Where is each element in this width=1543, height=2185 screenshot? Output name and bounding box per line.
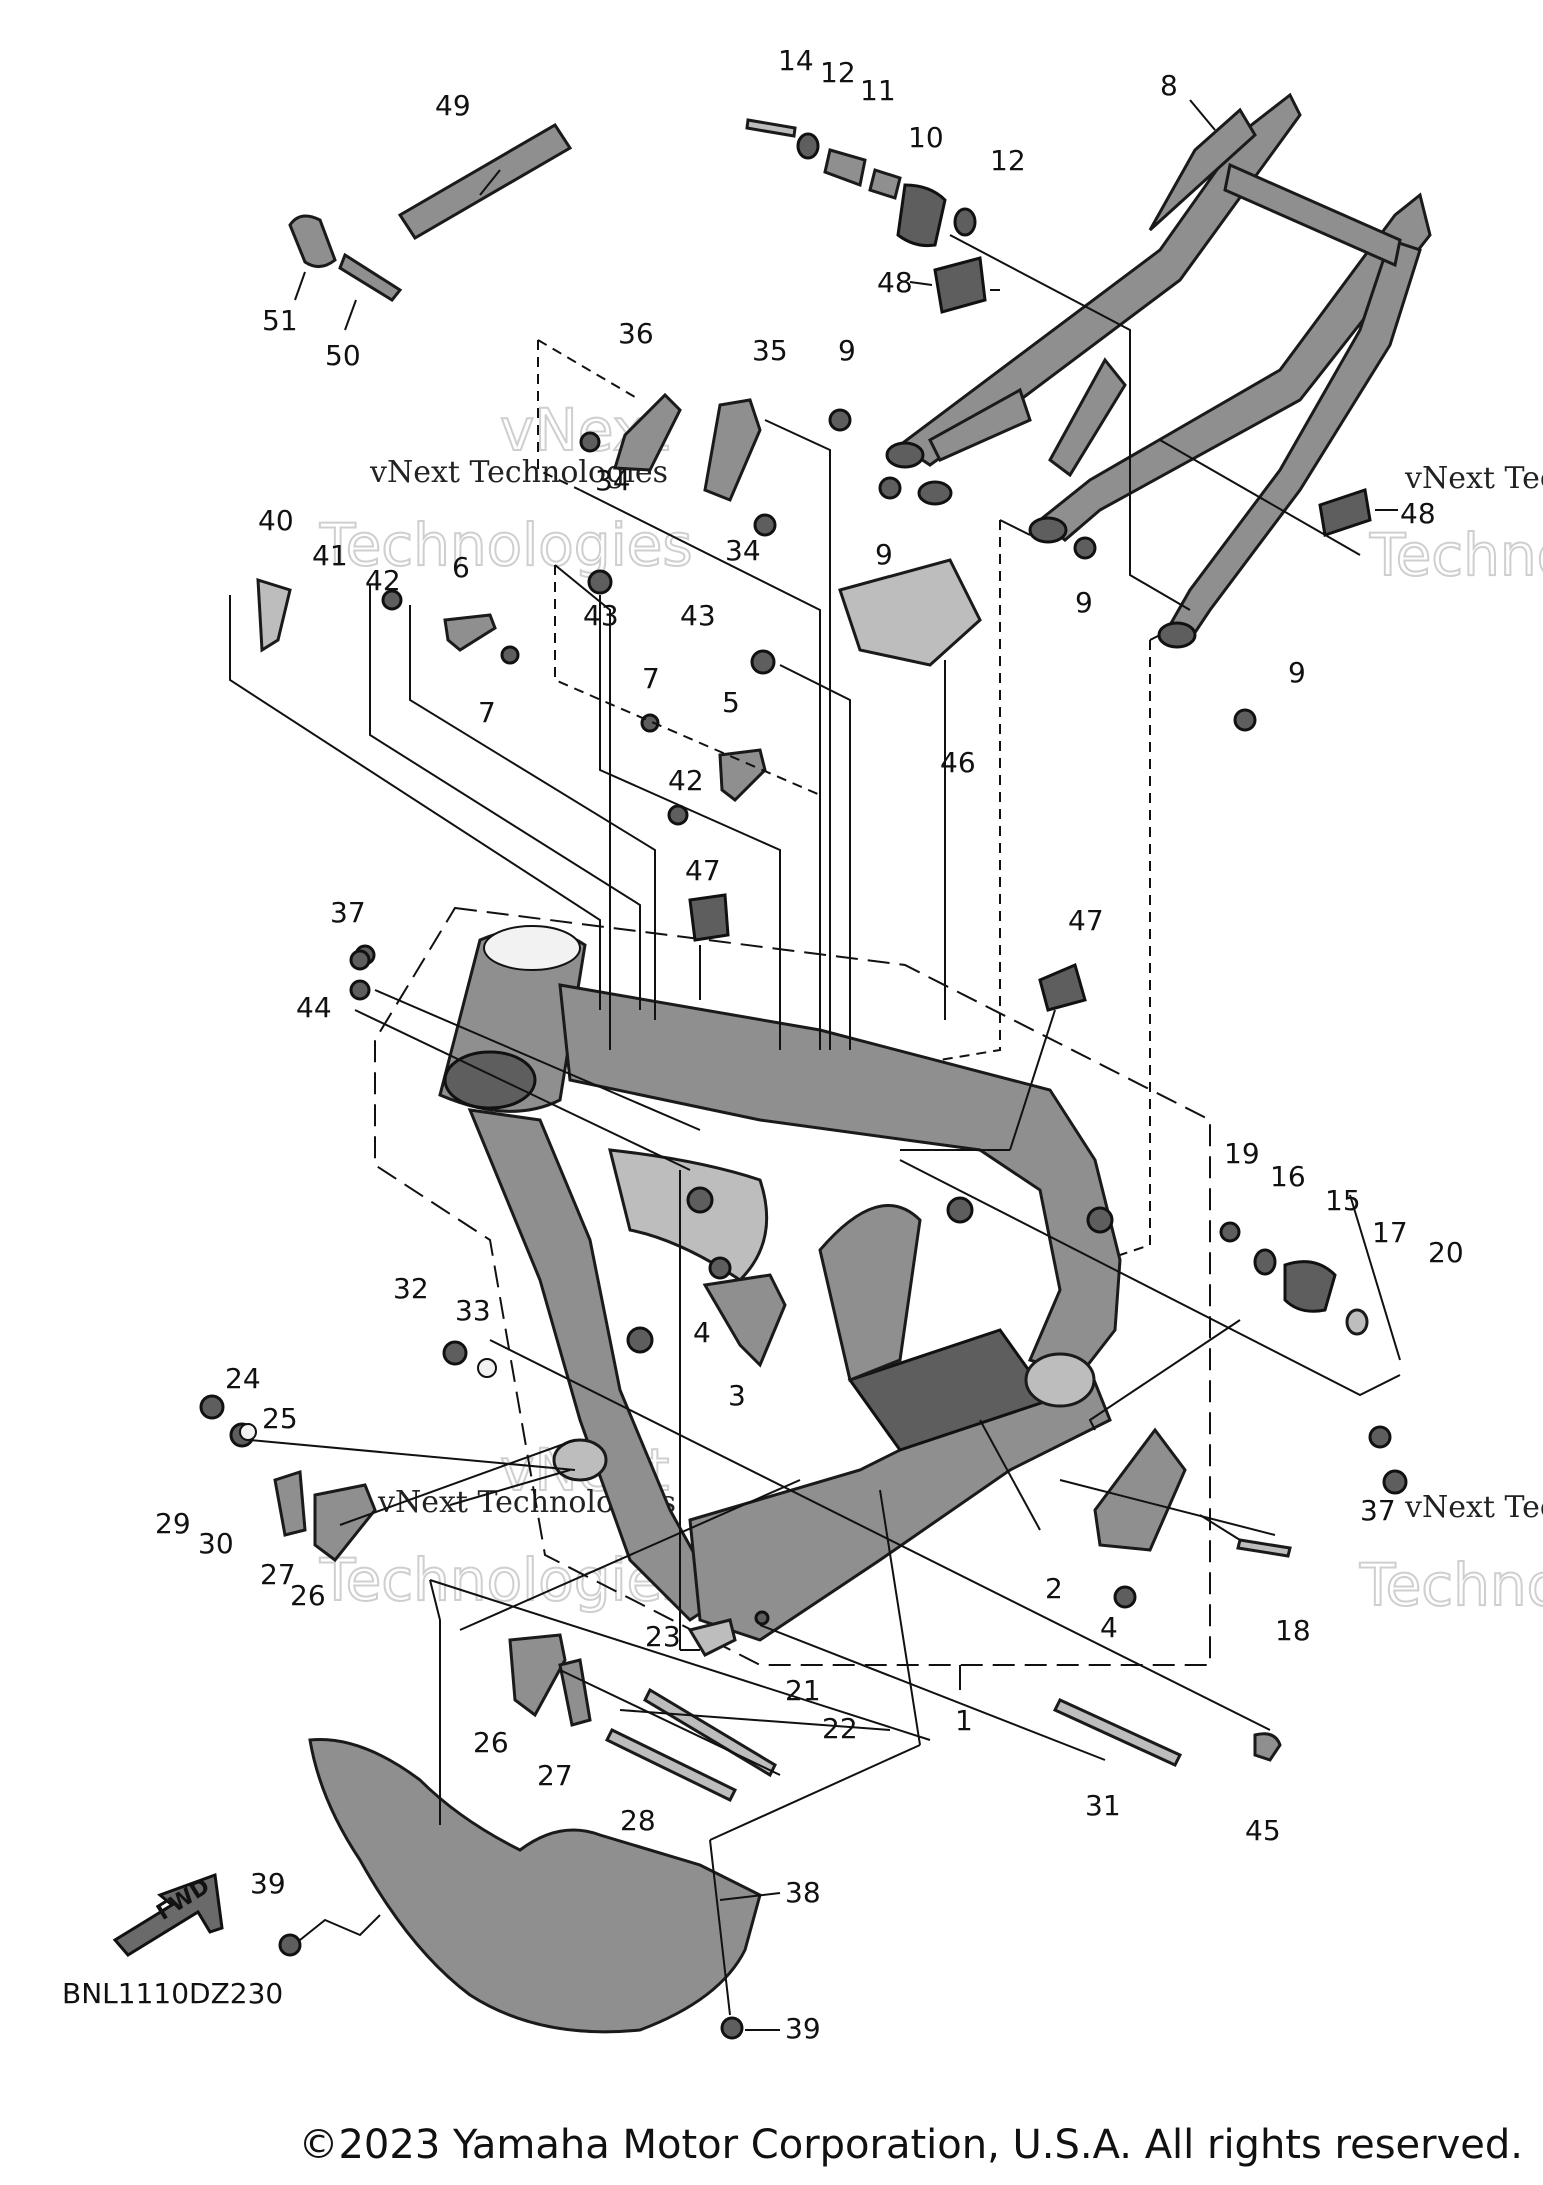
callout-label: 37 bbox=[1360, 1494, 1396, 1527]
callout-label: 16 bbox=[1270, 1160, 1306, 1193]
callout-label: 46 bbox=[940, 746, 976, 779]
callout-label: 48 bbox=[877, 266, 913, 299]
watermark-text: vNext Technologies bbox=[1404, 1490, 1543, 1525]
callout-label: 48 bbox=[1400, 497, 1436, 530]
callout-label: 47 bbox=[1068, 904, 1104, 937]
callout-label: 26 bbox=[473, 1726, 509, 1759]
frame-assembly-outline bbox=[374, 906, 1211, 1666]
callout-label: 49 bbox=[435, 89, 471, 122]
callout-label: 25 bbox=[262, 1402, 298, 1435]
callout-label: 24 bbox=[225, 1362, 261, 1395]
callout-label: 15 bbox=[1325, 1184, 1361, 1217]
callout-label: 9 bbox=[1075, 586, 1093, 619]
callout-label: 18 bbox=[1275, 1614, 1311, 1647]
callout-label: 50 bbox=[325, 339, 361, 372]
callout-label: 37 bbox=[330, 896, 366, 929]
callout-label: 27 bbox=[537, 1759, 573, 1792]
callout-label: 12 bbox=[820, 56, 856, 89]
callout-label: 32 bbox=[393, 1272, 429, 1305]
callout-label: 34 bbox=[595, 464, 631, 497]
callout-label: 34 bbox=[725, 534, 761, 567]
callout-label: 42 bbox=[365, 564, 401, 597]
callouts: 1 2 3 4 4 5 6 7 7 8 9 9 9 9 10 11 12 12 … bbox=[155, 44, 1464, 2045]
callout-label: 4 bbox=[1100, 1611, 1118, 1644]
callout-label: 47 bbox=[685, 854, 721, 887]
skid-plate bbox=[308, 1738, 762, 2034]
callout-label: 2 bbox=[1045, 1572, 1063, 1605]
callout-label: 36 bbox=[618, 317, 654, 350]
leader-lines bbox=[229, 99, 1401, 2031]
callout-label: 17 bbox=[1372, 1216, 1408, 1249]
fwd-arrow-icon: FWD bbox=[112, 1872, 224, 1957]
callout-label: 6 bbox=[452, 551, 470, 584]
small-parts bbox=[199, 118, 1408, 2040]
callout-label: 43 bbox=[680, 599, 716, 632]
rear-subframe bbox=[885, 92, 1432, 649]
callout-label: 4 bbox=[693, 1316, 711, 1349]
callout-label: 22 bbox=[822, 1712, 858, 1745]
callout-label: 26 bbox=[290, 1579, 326, 1612]
callout-label: 10 bbox=[908, 121, 944, 154]
callout-label: 1 bbox=[955, 1704, 973, 1737]
callout-label: 44 bbox=[296, 991, 332, 1024]
main-frame bbox=[438, 925, 1122, 1642]
callout-label: 5 bbox=[722, 686, 740, 719]
callout-label: 39 bbox=[785, 2012, 821, 2045]
callout-label: 45 bbox=[1245, 1814, 1281, 1847]
callout-label: 30 bbox=[198, 1527, 234, 1560]
callout-label: 7 bbox=[478, 696, 496, 729]
callout-label: 27 bbox=[260, 1558, 296, 1591]
callout-label: 40 bbox=[258, 504, 294, 537]
watermark-big: Technologies bbox=[319, 511, 693, 579]
callout-label: 9 bbox=[875, 538, 893, 571]
callout-label: 39 bbox=[250, 1867, 286, 1900]
callout-label: 7 bbox=[642, 662, 660, 695]
callout-label: 11 bbox=[860, 74, 896, 107]
callout-label: 38 bbox=[785, 1876, 821, 1909]
callout-label: 9 bbox=[838, 334, 856, 367]
callout-label: 9 bbox=[1288, 656, 1306, 689]
callout-label: 43 bbox=[583, 599, 619, 632]
callout-label: 19 bbox=[1224, 1137, 1260, 1170]
callout-label: 20 bbox=[1428, 1236, 1464, 1269]
callout-label: 35 bbox=[752, 334, 788, 367]
callout-label: 12 bbox=[990, 144, 1026, 177]
callout-label: 14 bbox=[778, 44, 814, 77]
copyright-notice: ©2023 Yamaha Motor Corporation, U.S.A. A… bbox=[298, 2122, 1523, 2168]
callout-label: 42 bbox=[668, 764, 704, 797]
callout-label: 3 bbox=[728, 1379, 746, 1412]
watermark-big: Technologies bbox=[1359, 1551, 1543, 1619]
watermark-big: Technologies bbox=[1369, 521, 1543, 589]
callout-label: 28 bbox=[620, 1804, 656, 1837]
part-code: BNL1110DZ230 bbox=[62, 1977, 283, 2010]
callout-label: 33 bbox=[455, 1294, 491, 1327]
callout-label: 29 bbox=[155, 1507, 191, 1540]
callout-label: 8 bbox=[1160, 69, 1178, 102]
callout-label: 51 bbox=[262, 304, 298, 337]
callout-label: 21 bbox=[785, 1674, 821, 1707]
callout-label: 41 bbox=[312, 539, 348, 572]
callout-label: 31 bbox=[1085, 1789, 1121, 1822]
callout-label: 23 bbox=[645, 1620, 681, 1653]
watermark-text: vNext Technologies bbox=[1404, 461, 1543, 496]
